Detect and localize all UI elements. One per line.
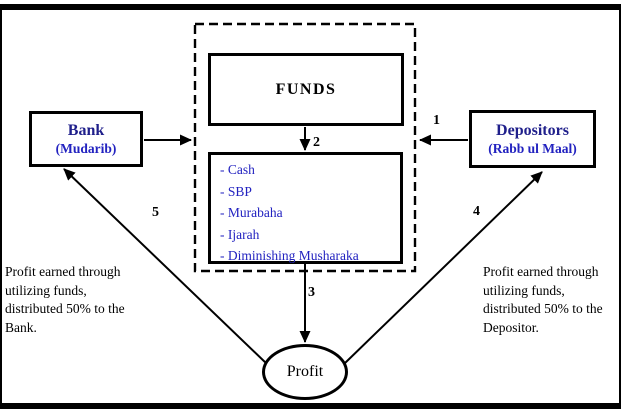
bank-title: Bank [67,122,105,139]
flow-number-3: 3 [308,285,315,300]
flow-number-2: 2 [313,135,320,150]
flow-number-1: 1 [433,113,440,128]
note-line: Profit earned through [483,264,599,279]
flow-number-5: 5 [152,205,159,220]
instrument-item: - Cash [220,162,255,177]
instrument-item: - Ijarah [220,226,260,242]
instruments-node: - Cash - SBP - Murabaha - Ijarah - Dimin… [208,152,403,264]
note-line: distributed 50% to the [483,301,603,316]
bank-profit-note: Profit earned through utilizing funds, d… [5,263,125,337]
profit-node: Profit [262,344,348,400]
arrow-5-profit-to-bank [63,168,268,365]
profit-label: Profit [286,363,324,380]
funds-node: FUNDS [208,53,404,126]
depositor-profit-note: Profit earned through utilizing funds, d… [483,263,603,337]
note-line: distributed 50% to the [5,301,125,316]
depositors-node: Depositors (Rabb ul Maal) [469,110,596,168]
instrument-item: - SBP [220,183,252,199]
instrument-item: - Murabaha [220,205,283,220]
note-line: Depositor. [483,319,539,335]
depositors-subtitle: (Rabb ul Maal) [488,141,577,156]
note-line: Bank. [5,319,37,335]
arrow-4-profit-to-depositors [343,171,543,365]
note-line: Profit earned through [5,264,121,279]
flow-number-4: 4 [473,204,480,219]
page-frame-border [0,4,621,409]
note-line: utilizing funds, [483,282,565,298]
funds-title: FUNDS [275,81,337,98]
bank-subtitle: (Mudarib) [55,141,117,156]
bank-node: Bank (Mudarib) [29,111,143,167]
note-line: utilizing funds, [5,282,87,298]
instrument-item: - Diminishing Musharaka [220,248,359,263]
depositors-title: Depositors [496,122,569,139]
